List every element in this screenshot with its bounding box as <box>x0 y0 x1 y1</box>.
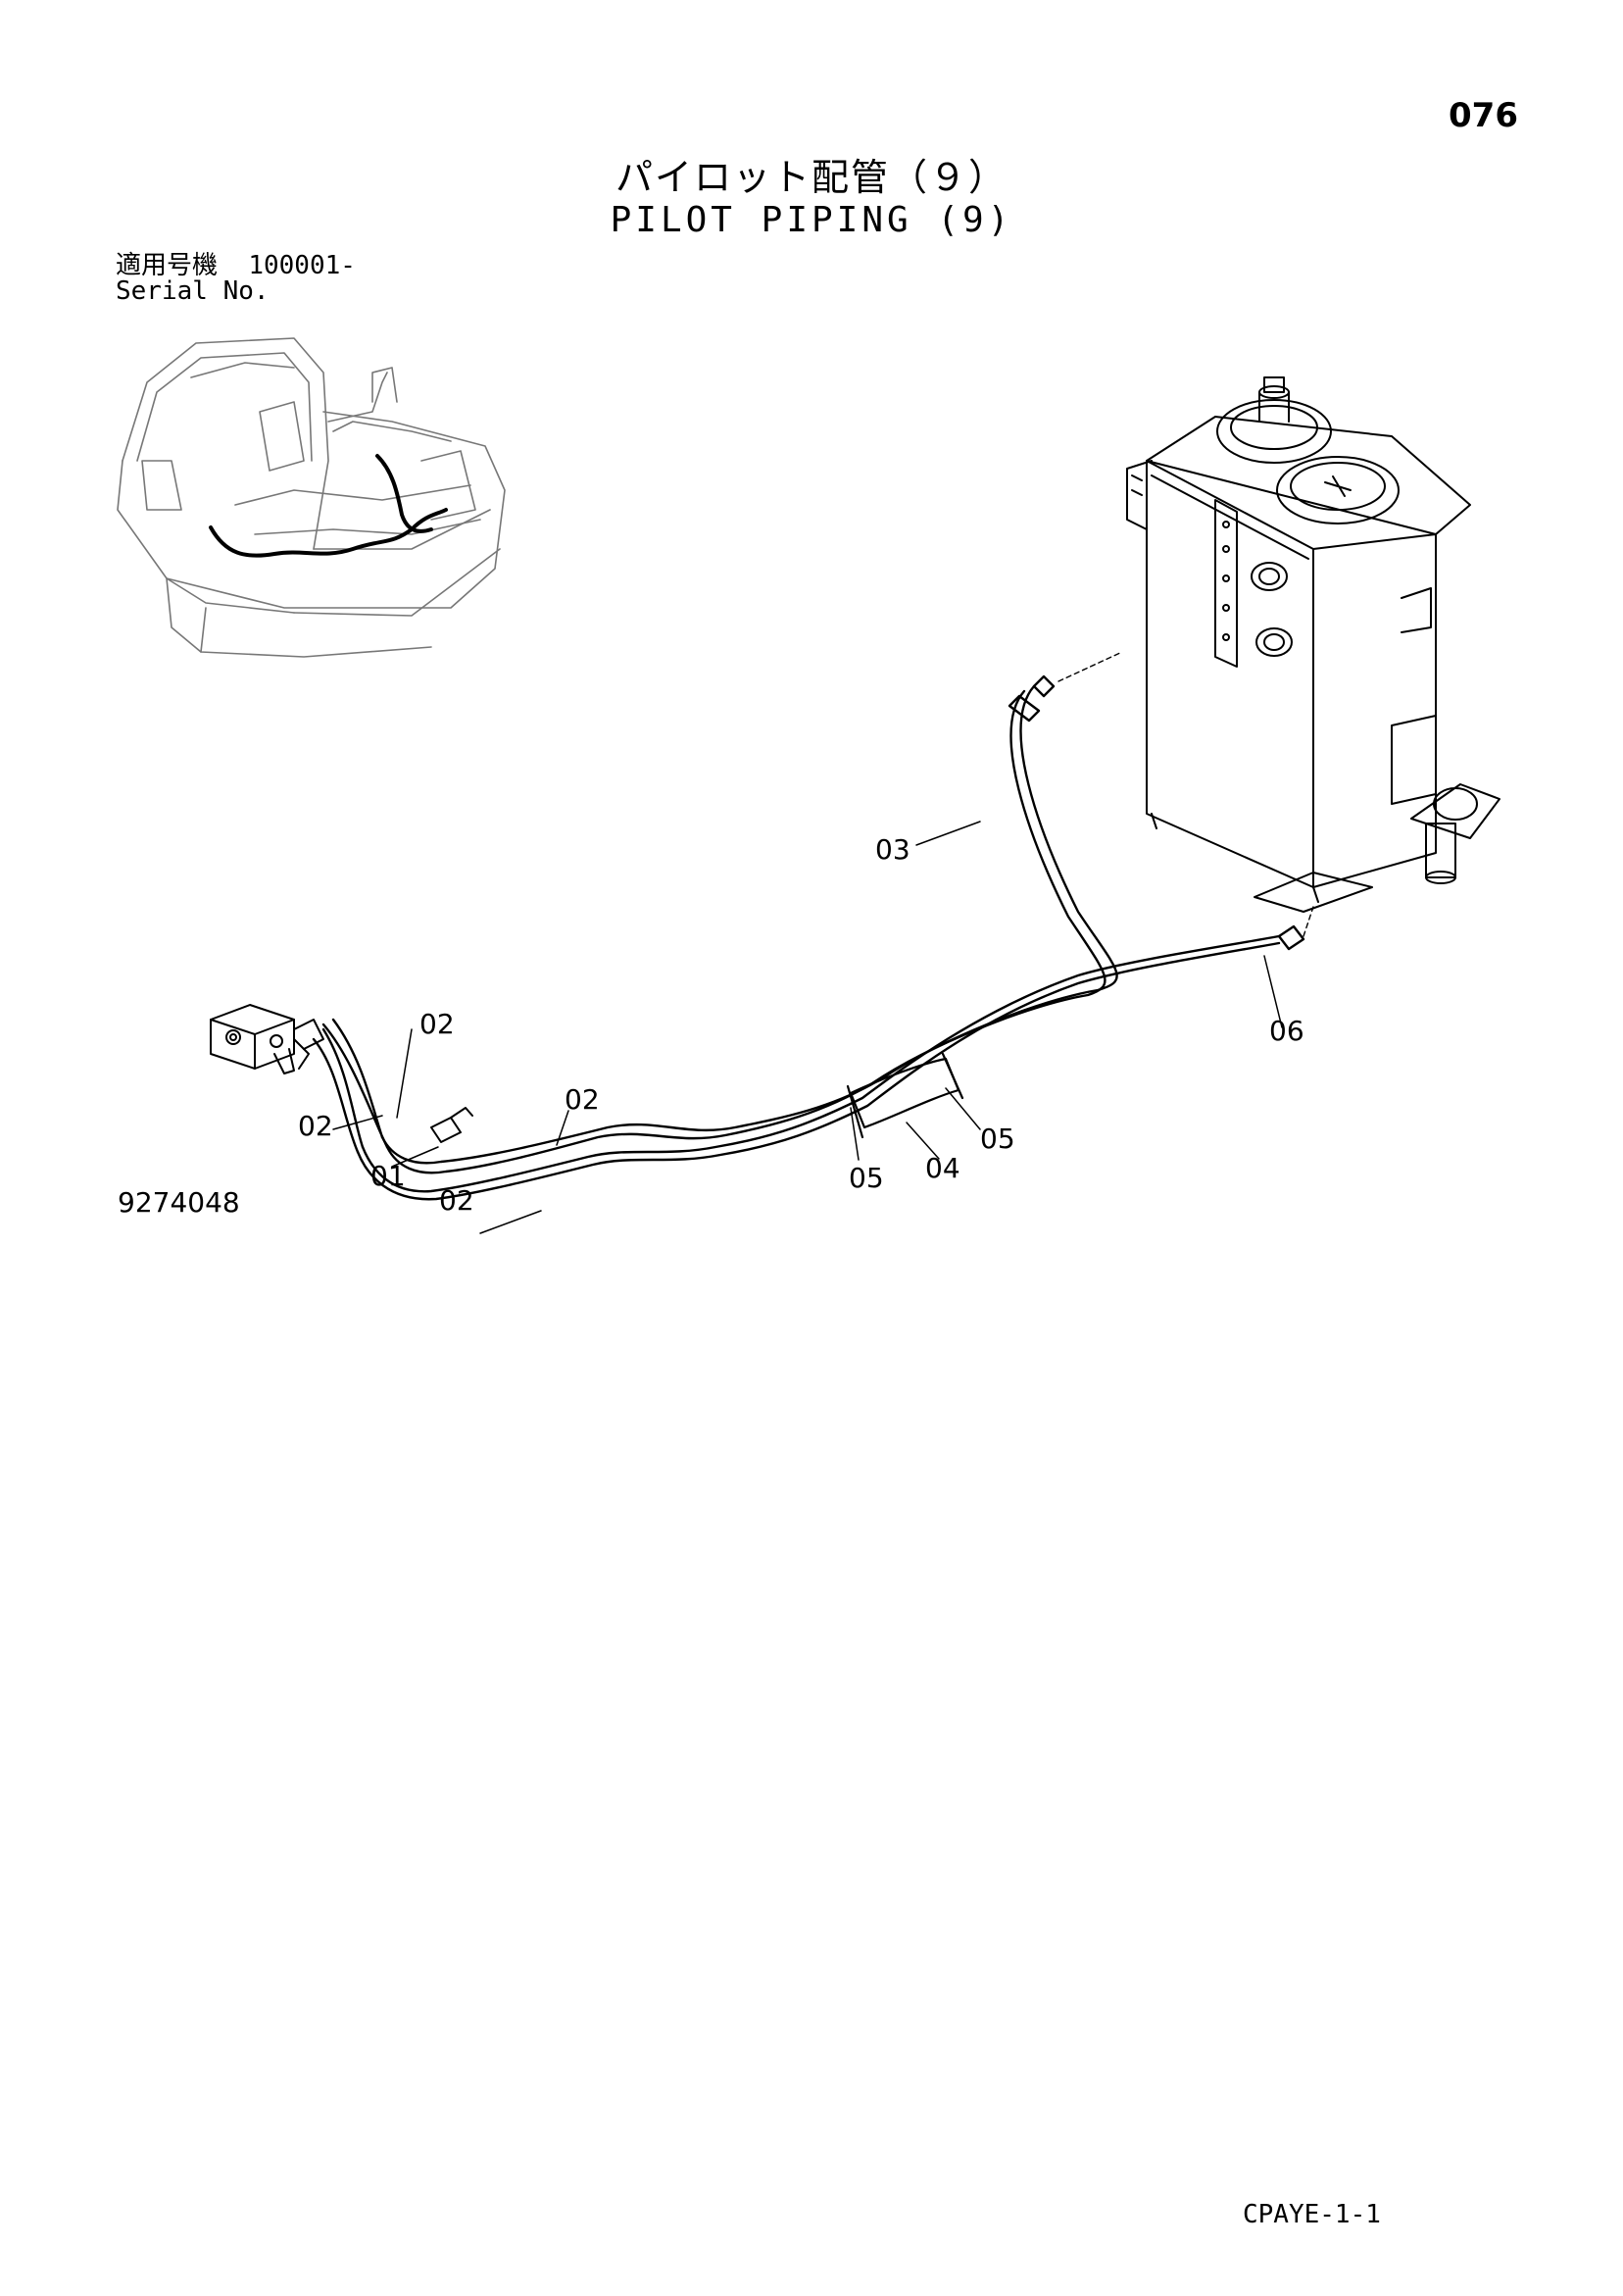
page-title-japanese: パイロット配管（９） <box>615 156 1008 199</box>
callout-leader-lines <box>332 821 1283 1234</box>
callout-label: 05 <box>980 1123 1015 1155</box>
callout-label: 01 <box>370 1160 406 1192</box>
page-number: 076 <box>1449 96 1518 135</box>
callout-label: 02 <box>439 1184 474 1217</box>
callout-label: 06 <box>1269 1015 1304 1047</box>
hose-sleeve <box>846 1052 964 1139</box>
callout-label: 02 <box>298 1110 333 1142</box>
pilot-hose-routing <box>312 651 1314 1201</box>
hose-clamp <box>430 1107 473 1143</box>
callout-label: 04 <box>925 1152 960 1184</box>
excavator-pilot-line-highlight <box>209 454 448 558</box>
callout-label: 02 <box>565 1083 600 1116</box>
callout-label: 02 <box>419 1008 455 1040</box>
document-code: CPAYE-1-1 <box>1243 2200 1381 2229</box>
excavator-inset-illustration <box>117 337 506 658</box>
serial-block: 適用号機 100001- Serial No. <box>116 253 356 304</box>
drawing-number: 9274048 <box>118 1186 240 1219</box>
hydraulic-tank-illustration <box>1126 376 1500 913</box>
callout-label: 05 <box>849 1162 884 1194</box>
serial-label-en: Serial No. <box>116 276 270 306</box>
serial-line-1: 適用号機 100001- <box>116 253 356 278</box>
serial-label-jp: 適用号機 <box>116 251 219 280</box>
page-title-english: PILOT PIPING (9) <box>610 200 1013 240</box>
callout-label: 03 <box>875 833 910 866</box>
pilot-valve-block <box>210 1004 324 1074</box>
serial-value: 100001- <box>248 251 356 280</box>
